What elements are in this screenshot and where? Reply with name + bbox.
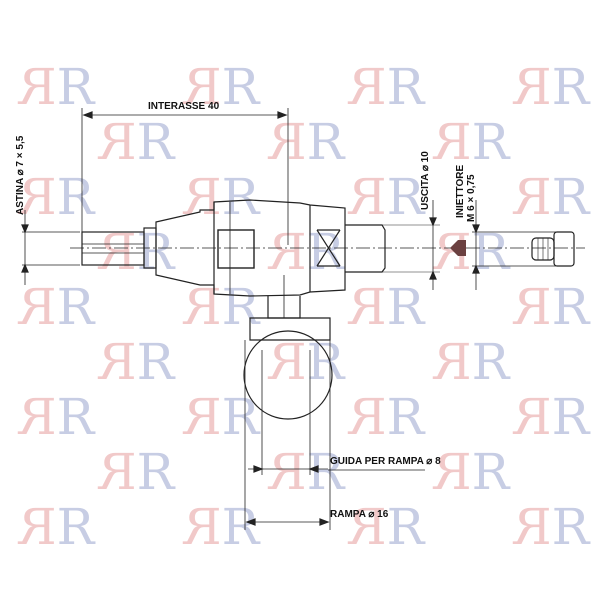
watermark-logo: RR [190,168,259,226]
rampa-tube [243,330,333,420]
astina-label: ASTINA ⌀ 7 × 5,5 [15,135,26,215]
injector-tip [450,240,466,256]
watermark-logo: RR [355,58,424,116]
watermark-logo: RR [440,223,509,281]
watermark-logo: RR [190,498,259,556]
watermark-logo: RR [105,333,174,391]
watermark-logo: RR [25,278,94,336]
watermark-logo: RR [25,388,94,446]
watermark-logo: RR [520,168,589,226]
watermark-logo: RR [440,333,509,391]
watermark-logo: RR [355,388,424,446]
iniettore-label: INIETTORE [455,164,466,218]
watermark-logo: RR [440,443,509,501]
watermark-logo: RR [355,278,424,336]
watermark-logo: RR [190,278,259,336]
watermark-logo: RR [275,333,344,391]
watermark-logo: RR [25,168,94,226]
watermark-logo: RR [275,443,344,501]
watermark-logo: RR [520,388,589,446]
watermark-logo: RR [275,113,344,171]
uscita-outlet [345,224,386,273]
watermark-logo: RR [190,58,259,116]
watermark-logo: RR [355,498,424,556]
watermark-logo: RR [440,113,509,171]
astina-shaft [81,231,145,266]
interasse-label: INTERASSE 40 [148,101,220,112]
rampa-label: RAMPA ⌀ 16 [330,509,389,520]
injector-nut [553,231,575,267]
guida-label: GUIDA PER RAMPA ⌀ 8 [330,456,441,467]
watermark-logo: RR [105,113,174,171]
watermark-logo: RR [25,58,94,116]
watermark-logo: RR [105,443,174,501]
iniettore-thread-label: M 6 × 0,75 [466,174,477,222]
watermark-logo: RR [520,498,589,556]
watermark-logo: RR [520,278,589,336]
watermark-logo: RR [25,498,94,556]
watermark-logo: RR [520,58,589,116]
watermark-logo: RR [190,388,259,446]
uscita-label: USCITA ⌀ 10 [420,151,431,210]
watermark-logo: RR [355,168,424,226]
